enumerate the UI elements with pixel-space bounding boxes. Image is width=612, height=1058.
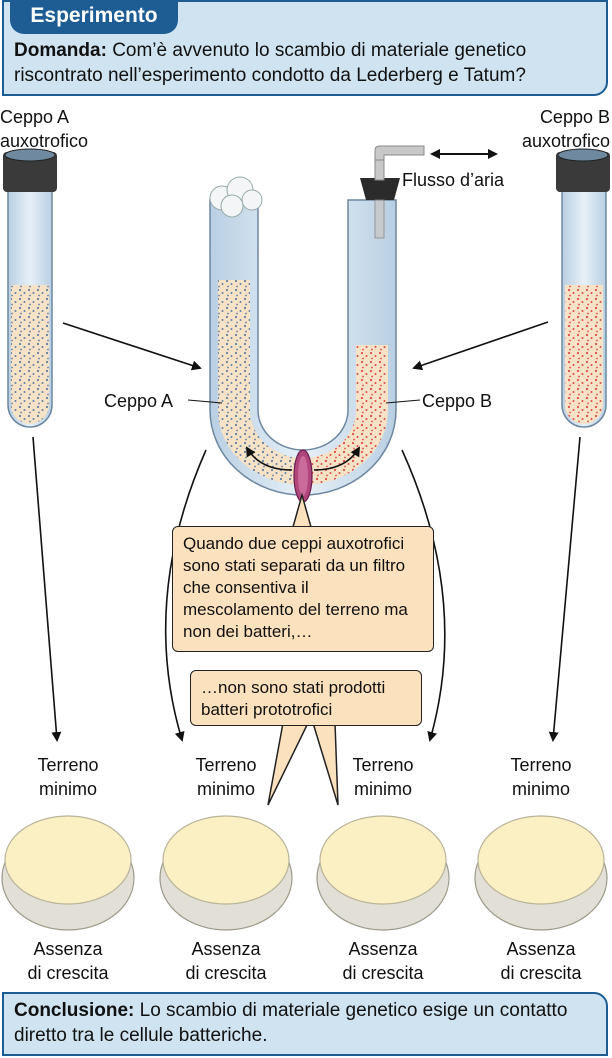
arrow-down-1 (32, 436, 62, 742)
arrow-down-2 (164, 449, 207, 742)
question-prefix: Domanda: (14, 40, 107, 61)
arrow-down-3 (401, 449, 446, 742)
plate-result-4: Assenza di crescita (481, 937, 601, 985)
arrow-down-4 (548, 436, 581, 742)
plate-result-1-line-1: Assenza (33, 939, 103, 959)
experiment-tab: Esperimento (10, 0, 178, 34)
plate-result-4-line-2: di crescita (500, 963, 582, 983)
label-u-strain-a: Ceppo A (104, 391, 174, 411)
label-strain-a: Ceppo A auxotrofico (0, 105, 104, 153)
plate-result-3-line-1: Assenza (348, 939, 418, 959)
plate-result-1: Assenza di crescita (8, 937, 128, 985)
plate-medium-3-line-1: Terreno (352, 755, 414, 775)
petri-dish-3 (316, 815, 450, 931)
plate-result-2-line-1: Assenza (191, 939, 261, 959)
label-strain-b-name: Ceppo B (539, 107, 610, 127)
petri-dish-4 (474, 815, 608, 931)
conclusion-text: Conclusione: Lo scambio di materiale gen… (14, 998, 600, 1048)
plate-result-4-line-1: Assenza (506, 939, 576, 959)
plate-medium-2-line-2: minimo (196, 779, 255, 799)
plate-medium-4-line-2: minimo (511, 779, 570, 799)
label-strain-b: Ceppo B auxotrofico (506, 105, 610, 153)
plate-medium-3-line-2: minimo (353, 779, 412, 799)
plate-result-3: Assenza di crescita (323, 937, 443, 985)
diffusion-arrow-left (245, 446, 293, 471)
u-tube (187, 145, 425, 503)
arrow-strain-a-to-u (62, 322, 202, 371)
plate-result-1-line-2: di crescita (27, 963, 109, 983)
plate-result-3-line-2: di crescita (342, 963, 424, 983)
plate-medium-3: Terreno minimo (323, 753, 443, 801)
plate-medium-2-line-1: Terreno (195, 755, 257, 775)
plate-medium-1: Terreno minimo (8, 753, 128, 801)
plate-medium-4-line-1: Terreno (510, 755, 572, 775)
plate-result-2-line-2: di crescita (185, 963, 267, 983)
callout-filter: Quando due ceppi auxotrofici sono stati … (172, 526, 434, 652)
callout-result: …non sono stati prodotti batteri prototr… (190, 670, 422, 726)
cotton-plug (209, 176, 263, 218)
conclusion-prefix: Conclusione: (14, 1000, 135, 1021)
test-tube-strain-b (556, 148, 610, 428)
conclusion-panel (2, 992, 608, 1056)
label-strain-a-type: auxotrofico (0, 131, 89, 151)
label-u-strain-b: Ceppo B (422, 391, 493, 411)
plate-medium-2: Terreno minimo (166, 753, 286, 801)
test-tube-strain-a (3, 148, 57, 428)
question-text: Domanda: Com’è avvenuto lo scambio di ma… (14, 38, 600, 88)
air-pipe (360, 145, 425, 239)
diffusion-arrow-right (313, 446, 361, 471)
plate-medium-4: Terreno minimo (481, 753, 601, 801)
plate-medium-1-line-2: minimo (38, 779, 97, 799)
label-strain-b-type: auxotrofico (521, 131, 610, 151)
petri-dish-2 (159, 815, 293, 931)
plate-result-2: Assenza di crescita (166, 937, 286, 985)
label-airflow: Flusso d’aria (402, 170, 505, 190)
conclusion-body: Lo scambio di materiale genetico esige u… (14, 1000, 568, 1046)
arrow-strain-b-to-u (412, 321, 549, 371)
label-strain-a-name: Ceppo A (0, 107, 70, 127)
question-body: Com’è avvenuto lo scambio di materiale g… (14, 40, 527, 86)
plate-medium-1-line-1: Terreno (37, 755, 99, 775)
petri-dish-1 (1, 815, 135, 931)
